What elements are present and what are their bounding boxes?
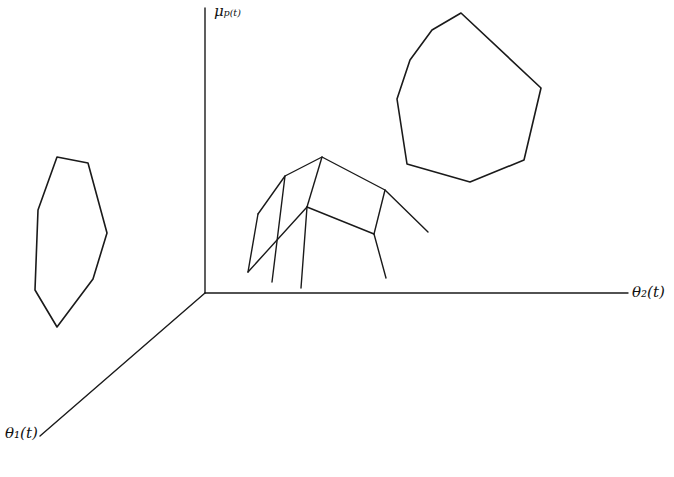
axis-label: θ₁(t) bbox=[4, 424, 39, 442]
right-polygon bbox=[397, 13, 541, 182]
left-polygon bbox=[35, 157, 107, 327]
vertical-axis bbox=[204, 8, 205, 293]
wireframe-figure bbox=[248, 157, 428, 288]
depth-axis bbox=[40, 293, 205, 436]
horizontal-axis bbox=[205, 292, 628, 293]
axis-label: θ₂(t) bbox=[631, 283, 666, 301]
axis-label: μₚ₍ₜ₎ bbox=[213, 2, 242, 20]
